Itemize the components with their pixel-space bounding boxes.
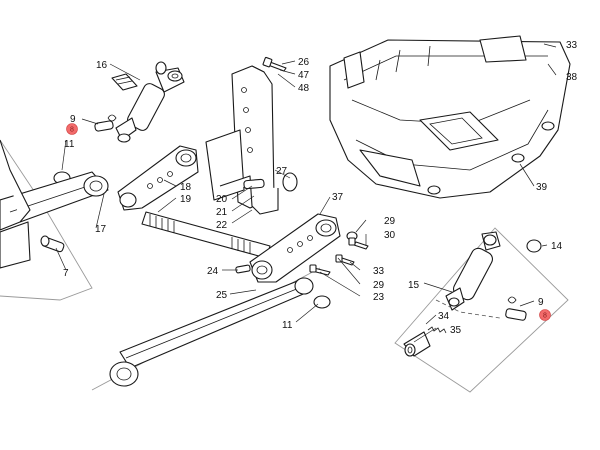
highlight-marker-right-label: 8 bbox=[543, 313, 547, 320]
callout-47: 47 bbox=[298, 70, 310, 81]
highlight-marker-left-label: 8 bbox=[70, 127, 74, 134]
callout-18: 18 bbox=[180, 182, 192, 193]
lift-arm-18 bbox=[117, 145, 199, 211]
callout-29-top: 29 bbox=[384, 216, 396, 227]
callout-29-mid: 29 bbox=[373, 280, 385, 291]
bolt-33-29-23 bbox=[309, 254, 355, 276]
hydraulic-cylinder-upper bbox=[111, 61, 185, 143]
callout-23: 23 bbox=[373, 292, 385, 303]
ring-14 bbox=[526, 239, 542, 253]
bolt-26 bbox=[262, 56, 287, 72]
callout-7: 7 bbox=[63, 268, 69, 279]
pin-upper-left bbox=[94, 114, 117, 132]
callout-17: 17 bbox=[95, 224, 107, 235]
bolt-29-30 bbox=[346, 231, 369, 250]
pin-20 bbox=[243, 178, 265, 190]
callout-33-top: 33 bbox=[566, 40, 578, 51]
group-outline-left bbox=[0, 139, 93, 301]
callout-9-right: 9 bbox=[538, 297, 544, 308]
callout-14: 14 bbox=[551, 241, 563, 252]
callout-35: 35 bbox=[450, 325, 462, 336]
callout-22: 22 bbox=[216, 220, 228, 231]
callout-37: 37 bbox=[332, 192, 344, 203]
central-bracket bbox=[205, 65, 279, 215]
callout-9-left: 9 bbox=[70, 114, 76, 125]
splined-shaft-19 bbox=[141, 211, 271, 259]
callout-21: 21 bbox=[216, 207, 228, 218]
lift-arm-left bbox=[0, 139, 109, 269]
callout-27: 27 bbox=[276, 166, 288, 177]
callout-11-left: 11 bbox=[64, 139, 75, 150]
ring-27 bbox=[282, 172, 298, 192]
callout-38: 38 bbox=[566, 72, 578, 83]
callout-48: 48 bbox=[298, 83, 310, 94]
callout-26: 26 bbox=[298, 57, 310, 68]
hydraulic-cylinder-lower bbox=[445, 231, 501, 311]
pin-24 bbox=[235, 264, 251, 274]
guide-line-1 bbox=[435, 299, 501, 319]
highlight-marker-right[interactable]: 8 bbox=[539, 309, 551, 321]
lift-arm-middle bbox=[249, 213, 341, 283]
lower-link-25 bbox=[109, 277, 314, 387]
callout-16: 16 bbox=[96, 60, 108, 71]
highlight-marker-left[interactable]: 8 bbox=[66, 123, 78, 135]
callout-24: 24 bbox=[207, 266, 219, 277]
rear-frame bbox=[329, 35, 571, 199]
pin-lower-right bbox=[505, 296, 527, 321]
callout-25: 25 bbox=[216, 290, 228, 301]
callout-39: 39 bbox=[536, 182, 548, 193]
spring-linkage-34-35 bbox=[403, 326, 447, 357]
callout-34: 34 bbox=[438, 311, 450, 322]
callout-19: 19 bbox=[180, 194, 192, 205]
pin-7 bbox=[40, 235, 65, 253]
callout-33-mid: 33 bbox=[373, 266, 385, 277]
callout-15: 15 bbox=[408, 280, 420, 291]
o-ring-bottom bbox=[313, 295, 331, 309]
callout-11-bottom: 11 bbox=[282, 320, 293, 331]
callout-30: 30 bbox=[384, 230, 396, 241]
group-outline-right bbox=[394, 227, 569, 393]
leader-lines bbox=[55, 43, 557, 343]
callout-20: 20 bbox=[216, 194, 228, 205]
